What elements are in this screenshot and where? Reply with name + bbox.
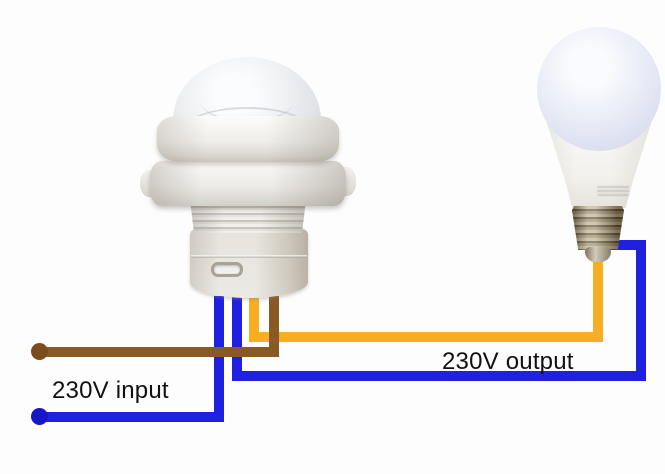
bulb-screw-base: [572, 206, 624, 250]
sensor-light-window: [211, 262, 243, 277]
blue-output-wire-vertical-right: [636, 244, 646, 381]
brown-wire-end-cap: [31, 343, 48, 360]
blue-output-wire-vertical-left: [232, 296, 242, 381]
dome-facet-line: [184, 107, 310, 152]
bulb-globe: [537, 27, 661, 151]
blue-wire-end-cap: [31, 408, 48, 425]
bulb-tip-contact: [585, 247, 611, 262]
blue-input-wire-vertical: [214, 296, 224, 422]
brown-input-wire-vertical: [269, 296, 279, 357]
bulb-print-marking: [597, 186, 629, 196]
label-230v-input: 230V input: [52, 377, 169, 404]
sensor-threaded-neck: [190, 203, 306, 233]
yellow-output-wire-horizontal: [249, 332, 603, 342]
label-230v-output: 230V output: [442, 348, 574, 375]
blue-output-wire-horizontal: [232, 371, 646, 381]
ring-nut: [150, 161, 346, 206]
blue-output-wire-bulb-stub: [618, 240, 646, 250]
yellow-output-wire-vertical-right: [593, 260, 603, 342]
sensor-body: [190, 229, 308, 298]
sensor-flange: [157, 116, 339, 162]
yellow-output-wire-vertical-left: [249, 296, 259, 342]
blue-input-wire-horizontal: [40, 412, 224, 422]
brown-input-wire-horizontal: [40, 347, 279, 357]
sensor-body-ridge: [191, 255, 307, 258]
